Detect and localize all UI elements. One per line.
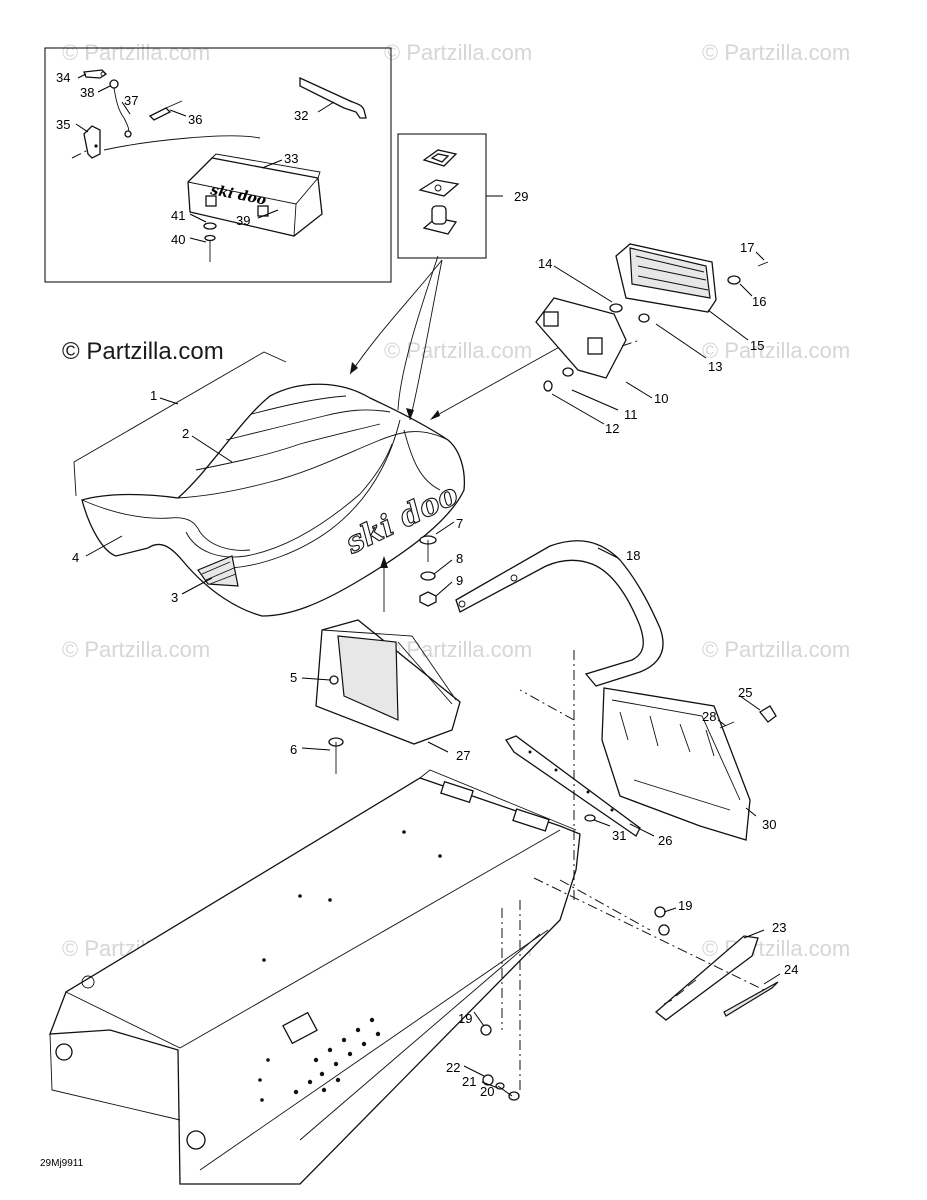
seat-outline-bracket	[73, 351, 287, 497]
inset-frame	[44, 47, 392, 283]
callout-5: 5	[290, 670, 297, 685]
callout-16: 16	[752, 294, 766, 309]
callout-12: 12	[605, 421, 619, 436]
leader-lines	[75, 73, 781, 1097]
callout-10: 10	[654, 391, 668, 406]
callout-13: 13	[708, 359, 722, 374]
watermark: © Partzilla.com	[384, 637, 532, 662]
callout-36: 36	[188, 112, 202, 127]
watermark-main: © Partzilla.com	[62, 338, 224, 365]
washer-part	[203, 222, 217, 230]
rivet-part	[148, 100, 183, 121]
callout-19-lower: 19	[458, 1011, 472, 1026]
rear-guard-part	[654, 935, 779, 1021]
watermark: © Partzilla.com	[702, 40, 850, 65]
callout-24: 24	[784, 962, 798, 977]
callout-2: 2	[182, 426, 189, 441]
callout-27: 27	[456, 748, 470, 763]
toolbox-part: ski doo	[187, 153, 323, 237]
callout-40: 40	[171, 232, 185, 247]
diagram-code: 29Mj9911	[40, 1158, 84, 1169]
watermark: © Partzilla.com	[702, 338, 850, 363]
callout-3: 3	[171, 590, 178, 605]
watermark: © Partzilla.com	[384, 40, 532, 65]
seat-part: ski doo	[81, 255, 573, 617]
callout-17: 17	[740, 240, 754, 255]
watermark: © Partzilla.com	[62, 40, 210, 65]
callout-21: 21	[462, 1074, 476, 1089]
callout-14: 14	[538, 256, 552, 271]
screw-part	[204, 234, 216, 262]
callout-labels: 1 2 3 4 5 6 7 8 9 10 11 12 13 14 15 16 1…	[40, 70, 798, 1169]
taillight-assembly	[535, 243, 769, 392]
callout-38: 38	[80, 85, 94, 100]
callout-7: 7	[456, 516, 463, 531]
bracket-plate-part	[505, 735, 641, 837]
toolbox-inset: ski doo	[44, 47, 392, 283]
callout-9: 9	[456, 573, 463, 588]
callout-15: 15	[750, 338, 764, 353]
strap-part	[299, 76, 367, 119]
assembly-lines	[501, 650, 765, 1090]
callout-32: 32	[294, 108, 308, 123]
callout-18: 18	[626, 548, 640, 563]
callout-31: 31	[612, 828, 626, 843]
callout-25: 25	[738, 685, 752, 700]
rivet-part	[328, 737, 344, 774]
callout-34: 34	[56, 70, 70, 85]
callout-39: 39	[236, 213, 250, 228]
callout-6: 6	[290, 742, 297, 757]
grab-handle-part	[455, 540, 664, 687]
callout-37: 37	[124, 93, 138, 108]
callout-26: 26	[658, 833, 672, 848]
callout-41: 41	[171, 208, 185, 223]
ring-part	[109, 79, 119, 89]
tunnel-part	[49, 769, 581, 1185]
callout-28: 28	[702, 709, 716, 724]
tunnel-holes	[258, 830, 442, 1102]
latch-bracket-part	[71, 125, 101, 159]
callout-20: 20	[480, 1084, 494, 1099]
callout-33: 33	[284, 151, 298, 166]
rear-bumper-part	[601, 687, 777, 841]
cable-part	[113, 87, 130, 135]
callout-1: 1	[150, 388, 157, 403]
watermark: © Partzilla.com	[702, 637, 850, 662]
watermark: © Partzilla.com	[62, 637, 210, 662]
bolt-part	[419, 535, 437, 607]
callout-8: 8	[456, 551, 463, 566]
callout-19-upper: 19	[678, 898, 692, 913]
box-tray-part	[315, 556, 461, 745]
callout-23: 23	[772, 920, 786, 935]
callout-29: 29	[514, 189, 528, 204]
taillight-kit-box	[397, 133, 503, 259]
callout-35: 35	[56, 117, 70, 132]
callout-22: 22	[446, 1060, 460, 1075]
screws-part	[480, 906, 670, 1101]
callout-30: 30	[762, 817, 776, 832]
callout-11: 11	[624, 407, 638, 422]
callout-4: 4	[72, 550, 79, 565]
key-part	[83, 69, 108, 79]
